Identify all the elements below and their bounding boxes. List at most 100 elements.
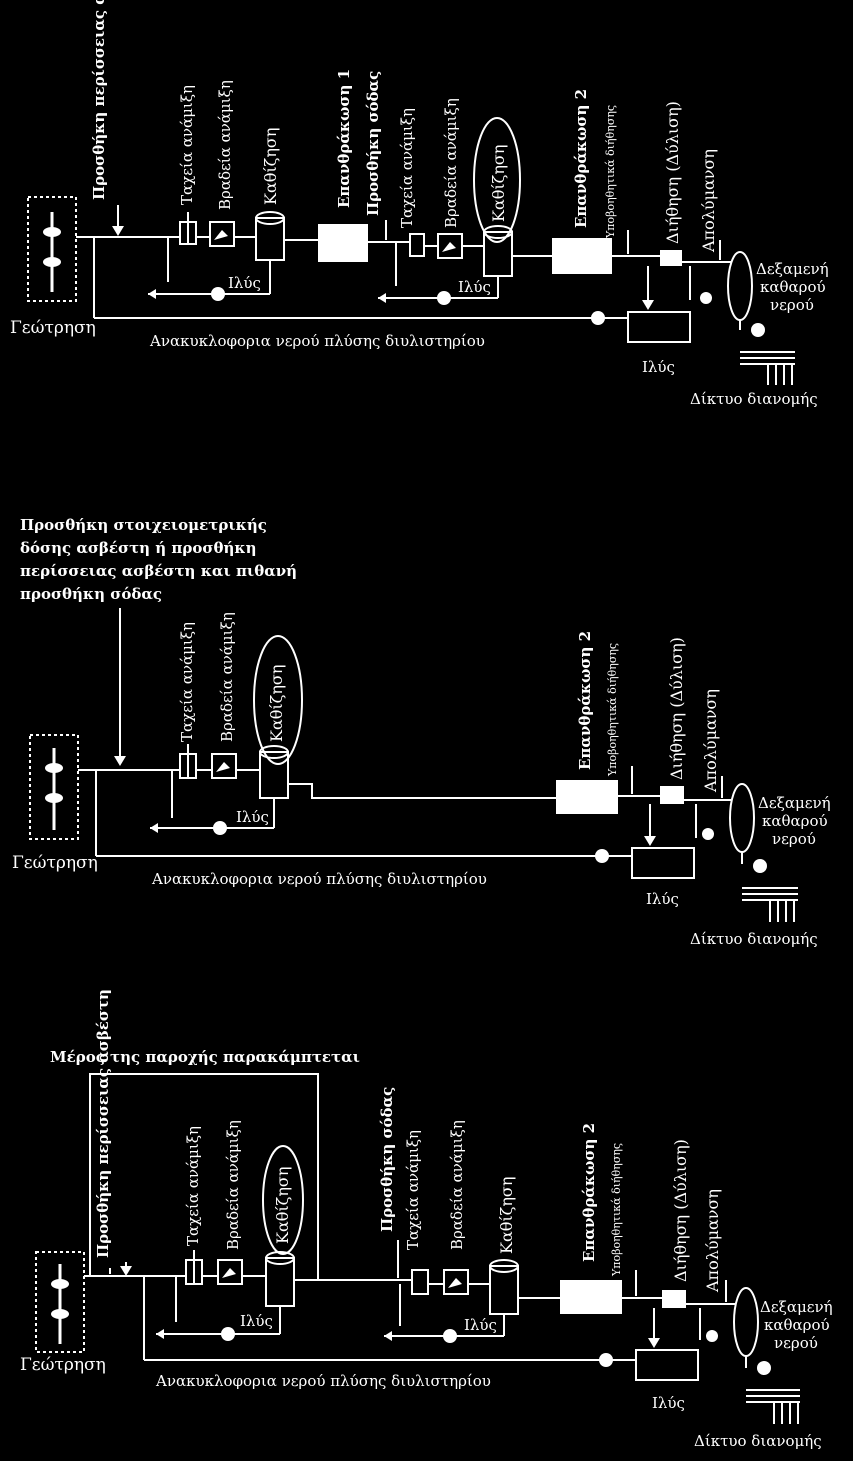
- well-pump-icon: [43, 257, 61, 267]
- pipe: [288, 783, 556, 799]
- rapid-mix-tank-2: [411, 1269, 429, 1295]
- disinfection-label: Απολύμανση: [703, 1189, 722, 1293]
- disinfection-label: Απολύμανση: [699, 149, 718, 253]
- well-pump-icon: [45, 763, 63, 773]
- filter-block: [662, 1290, 686, 1308]
- arrow-down-icon: [120, 1266, 132, 1276]
- paddle-icon: [216, 762, 230, 772]
- sludge-1-label: Ιλύς: [236, 808, 269, 826]
- diagram-1: Γεώτρηση Προσθήκη περίσσειας ασβέστη Ταχ…: [10, 0, 829, 408]
- sludge-thickener: [627, 311, 691, 343]
- slow-mix-tank: [217, 1259, 243, 1285]
- pump-icon: [751, 323, 765, 337]
- arrow-down-icon: [648, 1338, 660, 1348]
- distribution-label: Δίκτυο διανομής: [690, 390, 818, 408]
- recirc-label: Ανακυκλοφορια νερού πλύσης διυλιστηρίου: [155, 1372, 491, 1390]
- arrow-left-icon: [156, 1329, 164, 1339]
- arrow-left-icon: [150, 823, 158, 833]
- paddle-icon: [214, 230, 228, 240]
- excess-lime-label: Προσθήκη περίσσειας ασβέστη: [90, 0, 108, 200]
- pump-icon: [221, 1327, 235, 1341]
- sludge-thickener: [635, 1349, 699, 1381]
- distribution-network-icon: [740, 351, 795, 385]
- slow-mix-1-label: Βραδεία ανάμιξη: [218, 612, 236, 742]
- filter-block: [660, 786, 684, 804]
- settling-tank-2: [489, 1265, 519, 1315]
- top-caption-2: Προσθήκη στοιχειομετρικής δόσης ασβέστη …: [20, 516, 302, 603]
- recarbonation-2-block: [552, 238, 612, 274]
- well-box: [27, 196, 77, 302]
- paddle-icon: [448, 1278, 462, 1288]
- slow-mix-tank: [211, 753, 237, 779]
- pump-icon: [595, 849, 609, 863]
- rapid-mix-1-label: Ταχεία ανάμιξη: [178, 85, 196, 205]
- pump-icon: [700, 292, 712, 304]
- filtration-label: Διήθηση (Δύλιση): [671, 1139, 690, 1282]
- arrow-down-icon: [642, 300, 654, 310]
- filtration-label: Διήθηση (Δύλιση): [667, 637, 686, 780]
- rapid-mix-2-label: Ταχεία ανάμιξη: [398, 108, 416, 228]
- pump-icon: [437, 291, 451, 305]
- arrow-left-icon: [148, 289, 156, 299]
- slow-mix-tank-2: [443, 1269, 469, 1295]
- pump-icon: [591, 311, 605, 325]
- recarb-2-label: Επανθράκωση 2: [580, 1123, 598, 1262]
- sludge-thickener: [631, 847, 695, 879]
- filter-aid-label: Υποβοηθητικά διήθησης: [610, 1143, 623, 1277]
- arrow-down-icon: [112, 226, 124, 236]
- clear-water-tank: [733, 1287, 759, 1357]
- settling-tank-top: [489, 1259, 519, 1273]
- filter-block: [660, 250, 682, 266]
- highlight-ellipse: [262, 1145, 304, 1255]
- arrow-down-icon: [644, 836, 656, 846]
- sludge-3-label: Ιλύς: [642, 358, 675, 376]
- clear-water-tank: [727, 251, 753, 321]
- settling-tank-top: [265, 1251, 295, 1265]
- settling-tank-1: [265, 1257, 295, 1307]
- pump-icon: [213, 821, 227, 835]
- rapid-mix-1-label: Ταχεία ανάμιξη: [184, 1126, 202, 1246]
- arrow-left-icon: [384, 1331, 392, 1341]
- sludge-1-label: Ιλύς: [228, 274, 261, 292]
- recarbonation-1-block: [318, 224, 368, 262]
- well-label: Γεώτρηση: [20, 1355, 106, 1375]
- settling-2-label: Καθίζηση: [497, 1177, 516, 1254]
- recarb-1-label: Επανθράκωση 1: [335, 69, 353, 208]
- slow-mix-1-label: Βραδεία ανάμιξη: [216, 80, 234, 210]
- pump-icon: [706, 1330, 718, 1342]
- excess-lime-label: Προσθήκη περίσσειας ασβέστη: [94, 989, 112, 1258]
- filtration-label: Διήθηση (Δύλιση): [663, 101, 682, 244]
- filter-aid-label: Υποβοηθητικά διήθησης: [604, 105, 617, 239]
- slow-mix-2-label: Βραδεία ανάμιξη: [448, 1120, 466, 1250]
- settling-tank-top: [255, 211, 285, 225]
- well-label: Γεώτρηση: [10, 318, 96, 338]
- arrow-down-icon: [114, 756, 126, 766]
- highlight-ellipse: [253, 635, 303, 765]
- sludge-1-label: Ιλύς: [240, 1312, 273, 1330]
- recarb-2-label: Επανθράκωση 2: [572, 89, 590, 228]
- recarbonation-2-block: [560, 1280, 622, 1314]
- highlight-ellipse: [473, 117, 521, 243]
- distribution-label: Δίκτυο διανομής: [690, 930, 818, 948]
- soda-add-label: Προσθήκη σόδας: [364, 71, 382, 216]
- clear-water-tank: [729, 783, 755, 853]
- sludge-2-label: Ιλύς: [458, 278, 491, 296]
- settling-1-label: Καθίζηση: [273, 1167, 292, 1244]
- well-box: [29, 734, 79, 840]
- arrow-left-icon: [378, 293, 386, 303]
- diagram-3: Μέρος της παροχής παρακάμπτεται Προσθήκη…: [20, 989, 833, 1450]
- top-caption-3: Μέρος της παροχής παρακάμπτεται: [50, 1048, 360, 1066]
- diagram-2: Προσθήκη στοιχειομετρικής δόσης ασβέστη …: [12, 516, 831, 948]
- recarb-2-label: Επανθράκωση 2: [576, 631, 594, 770]
- soda-add-label: Προσθήκη σόδας: [378, 1087, 396, 1232]
- slow-mix-tank: [209, 221, 235, 247]
- distribution-network-icon: [742, 887, 798, 922]
- pump-icon: [753, 859, 767, 873]
- sludge-3-label: Ιλύς: [652, 1394, 685, 1412]
- recarbonation-2-block: [556, 780, 618, 814]
- well-box: [35, 1251, 85, 1353]
- distribution-label: Δίκτυο διανομής: [694, 1432, 822, 1450]
- rapid-mix-1-label: Ταχεία ανάμιξη: [178, 622, 196, 742]
